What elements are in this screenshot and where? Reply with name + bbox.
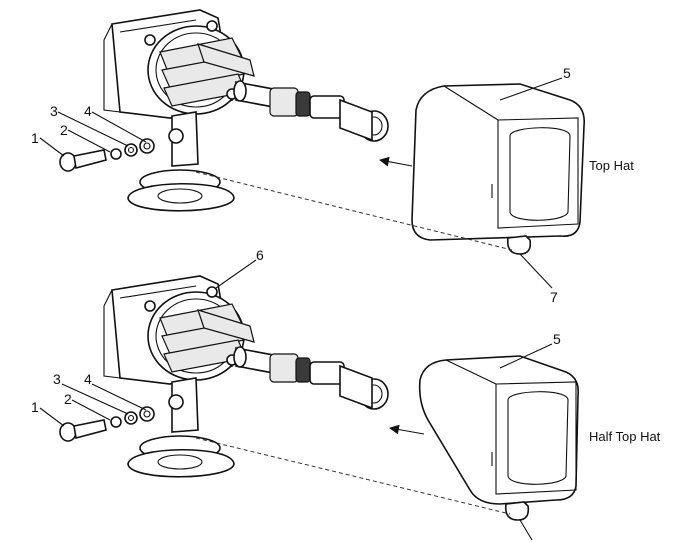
callout-6: 6 [256,247,264,263]
corner-bolt-icon [144,300,156,312]
alignment-guide [195,437,511,515]
leader-lines-top [39,77,563,289]
half-top-hat-shroud [418,355,580,521]
callout-1: 1 [31,399,39,415]
callout-5: 5 [553,331,561,347]
callout-3: 3 [53,371,61,387]
spacer-icon [139,406,155,422]
callout-2: 2 [64,391,72,407]
caption-half-top-hat: Half Top Hat [589,429,661,444]
hardware-bottom [59,406,155,442]
hardware-top [59,138,155,172]
mount-base-top [127,111,235,212]
callout-1: 1 [31,130,39,146]
heatsink-fins-top [159,37,255,107]
callout-7: 7 [550,289,558,305]
panel-top-hat: 1 2 3 4 5 7 Top Hat [31,9,634,305]
cable-connector-top [233,80,389,142]
lock-washer-icon [110,416,122,428]
callout-3: 3 [50,103,58,119]
spacer-icon [139,138,155,154]
corner-bolt-icon [206,20,218,32]
alignment-guide [195,171,513,251]
direction-arrow [389,424,425,435]
heatsink-fins-bottom [159,303,255,373]
leader-lines-bottom [39,259,553,541]
flat-washer-icon [124,411,138,425]
panel-half-top-hat: 1 2 3 4 5 6 Half Top Hat [31,247,661,541]
callout-4: 4 [84,103,92,119]
cable-connector-bottom [233,346,389,410]
corner-bolt-icon [206,286,218,298]
callout-4: 4 [84,371,92,387]
callout-5: 5 [563,65,571,81]
light-head-top [103,9,255,119]
corner-bolt-icon [144,34,156,46]
flat-washer-icon [124,143,138,157]
top-hat-shroud [411,83,586,255]
light-head-bottom [103,275,255,385]
lock-washer-icon [110,148,122,160]
caption-top-hat: Top Hat [589,158,634,173]
direction-arrow [379,156,413,167]
mount-base-bottom [127,377,235,478]
callout-2: 2 [60,122,68,138]
